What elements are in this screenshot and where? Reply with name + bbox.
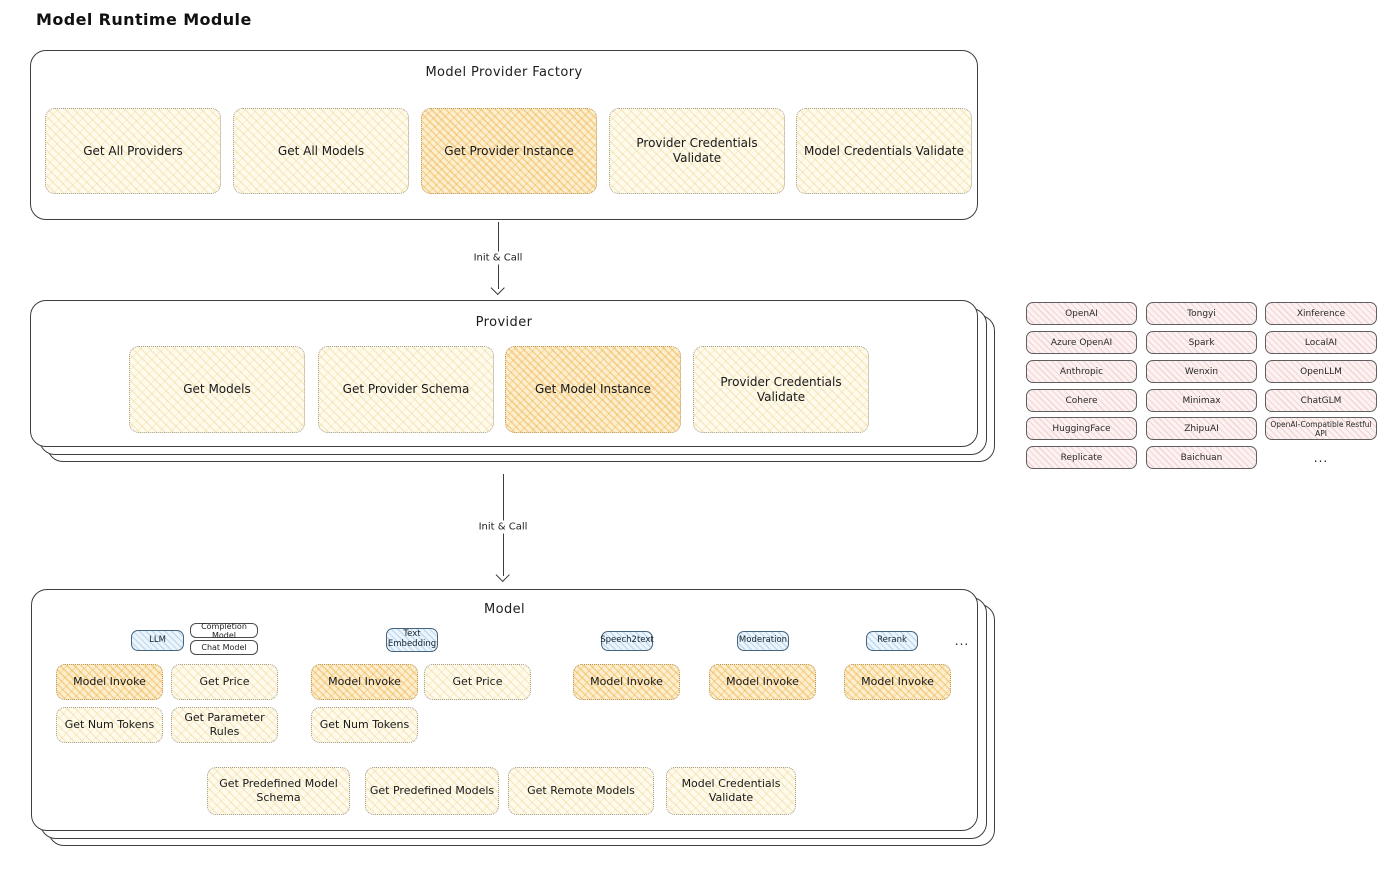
model-tabs-ellipsis: ... — [954, 634, 970, 648]
factory-get-provider-instance-node: Get Provider Instance — [421, 108, 597, 194]
provider-get-models-node: Get Models — [129, 346, 305, 433]
tab-completion-model: Completion Model — [190, 622, 258, 640]
provider-chip-openai: OpenAI — [1026, 302, 1137, 325]
te-get-price-node: Get Price — [424, 664, 531, 700]
factory-panel-title: Model Provider Factory — [425, 65, 583, 80]
te-model-invoke-node: Model Invoke — [311, 664, 418, 700]
page-title: Model Runtime Module — [36, 10, 252, 29]
provider-panel-title: Provider — [475, 315, 533, 330]
provider-chip-zhipuai: ZhipuAI — [1146, 417, 1257, 440]
llm-get-parameter-rules-node: Get Parameter Rules — [171, 707, 278, 743]
provider-chip-huggingface: HuggingFace — [1026, 417, 1137, 440]
arrow-provider-to-model: Init & Call — [473, 474, 533, 583]
s2t-model-invoke-node: Model Invoke — [573, 664, 680, 700]
te-get-num-tokens-node: Get Num Tokens — [311, 707, 418, 743]
provider-chip-anthropic: Anthropic — [1026, 360, 1137, 383]
llm-model-invoke-node: Model Invoke — [56, 664, 163, 700]
provider-get-provider-schema-node: Get Provider Schema — [318, 346, 494, 433]
provider-chip-wenxin: Wenxin — [1146, 360, 1257, 383]
llm-get-num-tokens-node: Get Num Tokens — [56, 707, 163, 743]
arrow-init-call-label-2: Init & Call — [473, 520, 533, 534]
get-predefined-models-node: Get Predefined Models — [365, 767, 499, 815]
tab-speech2text: Speech2text — [600, 631, 654, 651]
get-remote-models-node: Get Remote Models — [508, 767, 654, 815]
llm-get-price-node: Get Price — [171, 664, 278, 700]
arrow-head-icon — [490, 280, 505, 296]
provider-chip-baichuan: Baichuan — [1146, 446, 1257, 469]
provider-chips-ellipsis: ... — [1313, 450, 1329, 465]
model-credentials-validate-node: Model Credentials Validate — [666, 767, 796, 815]
provider-chip-spark: Spark — [1146, 331, 1257, 354]
provider-chip-openai-compatible: OpenAI-Compatible Restful API — [1265, 417, 1377, 440]
provider-chip-localai: LocalAI — [1265, 331, 1377, 354]
factory-get-all-providers-node: Get All Providers — [45, 108, 221, 194]
provider-get-model-instance-node: Get Model Instance — [505, 346, 681, 433]
tab-moderation: Moderation — [737, 631, 789, 651]
model-panel-stack: Model LLM Completion Model Chat Model Te… — [31, 589, 995, 846]
model-panel-title: Model — [483, 602, 526, 617]
factory-panel: Model Provider Factory Get All Providers… — [30, 50, 978, 220]
arrow-factory-to-provider: Init & Call — [468, 222, 528, 296]
tab-text-embedding: Text Embedding — [386, 628, 438, 652]
provider-chip-chatglm: ChatGLM — [1265, 389, 1377, 412]
tab-llm: LLM — [131, 630, 184, 651]
provider-chip-minimax: Minimax — [1146, 389, 1257, 412]
provider-chip-openllm: OpenLLM — [1265, 360, 1377, 383]
provider-chip-tongyi: Tongyi — [1146, 302, 1257, 325]
get-predefined-model-schema-node: Get Predefined Model Schema — [207, 767, 350, 815]
provider-panel: Provider Get Models Get Provider Schema … — [30, 300, 978, 447]
moderation-model-invoke-node: Model Invoke — [709, 664, 816, 700]
provider-chip-azure-openai: Azure OpenAI — [1026, 331, 1137, 354]
factory-model-credentials-validate-node: Model Credentials Validate — [796, 108, 972, 194]
factory-provider-credentials-validate-node: Provider Credentials Validate — [609, 108, 785, 194]
factory-get-all-models-node: Get All Models — [233, 108, 409, 194]
tab-chat-model: Chat Model — [190, 640, 258, 655]
provider-chip-replicate: Replicate — [1026, 446, 1137, 469]
provider-credentials-validate-node: Provider Credentials Validate — [693, 346, 869, 433]
model-panel: Model LLM Completion Model Chat Model Te… — [31, 589, 978, 831]
provider-chip-cohere: Cohere — [1026, 389, 1137, 412]
arrow-init-call-label-1: Init & Call — [468, 251, 528, 264]
provider-panel-stack: Provider Get Models Get Provider Schema … — [30, 300, 995, 462]
arrow-head-icon — [495, 567, 510, 583]
tab-rerank: Rerank — [866, 631, 918, 651]
provider-chip-xinference: Xinference — [1265, 302, 1377, 325]
rerank-model-invoke-node: Model Invoke — [844, 664, 951, 700]
